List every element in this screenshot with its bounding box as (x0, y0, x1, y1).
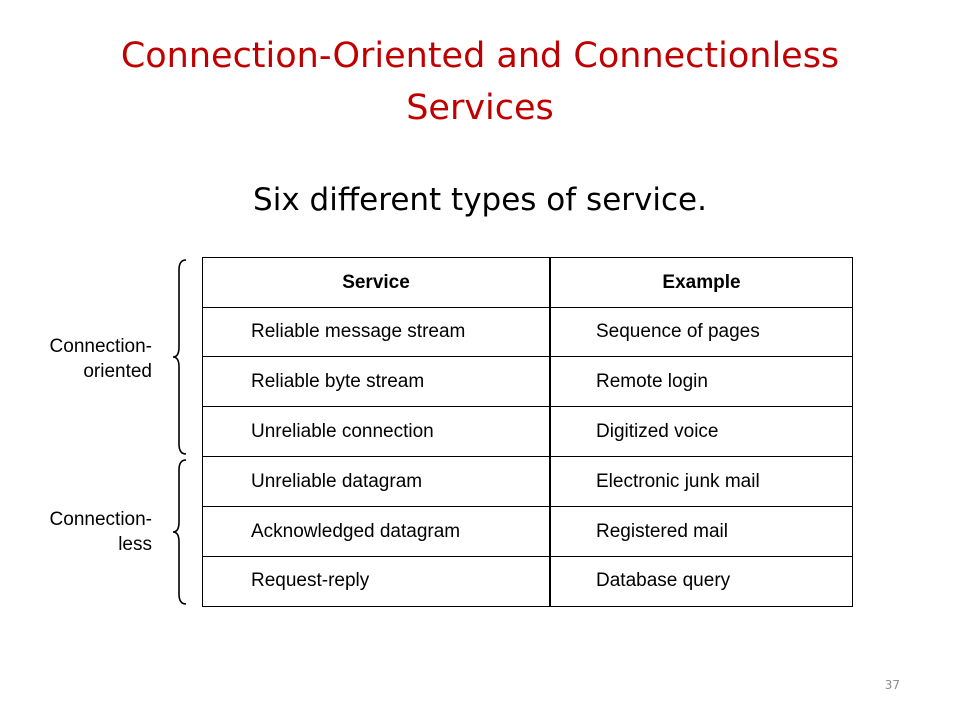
example-cell: Digitized voice (596, 420, 719, 442)
table-header-row: Service Example (203, 258, 852, 308)
table-row: Reliable message stream Sequence of page… (203, 307, 852, 357)
example-cell: Remote login (596, 370, 708, 392)
group-label-line: oriented (83, 361, 152, 382)
service-cell: Unreliable datagram (251, 470, 423, 492)
group-label-line: less (118, 534, 152, 555)
column-divider (549, 258, 551, 606)
group-label-line: Connection- (49, 509, 152, 530)
table-row: Acknowledged datagram Registered mail (203, 507, 852, 557)
table-row: Reliable byte stream Remote login (203, 357, 852, 407)
brace-connection-oriented-icon (172, 259, 187, 455)
group-label-line: Connection- (49, 336, 152, 357)
table-row: Unreliable datagram Electronic junk mail (203, 457, 852, 507)
slide-subtitle: Six different types of service. (253, 182, 707, 218)
service-cell: Reliable message stream (251, 320, 466, 342)
example-cell: Electronic junk mail (596, 470, 760, 492)
service-cell: Acknowledged datagram (251, 520, 461, 542)
example-cell: Sequence of pages (596, 320, 760, 342)
service-types-table: Service Example Reliable message stream … (202, 257, 853, 607)
example-cell: Registered mail (596, 520, 728, 542)
slide-title: Connection-Oriented and Connectionless S… (40, 30, 920, 134)
table-row: Unreliable connection Digitized voice (203, 407, 852, 457)
service-cell: Request-reply (251, 570, 370, 591)
brace-connectionless-icon (172, 459, 187, 605)
service-cell: Unreliable connection (251, 420, 434, 442)
page-number: 37 (884, 678, 900, 692)
group-label-connectionless: Connection- less (50, 507, 152, 557)
header-example: Example (662, 271, 741, 293)
group-label-connection-oriented: Connection- oriented (50, 334, 152, 384)
example-cell: Database query (596, 570, 731, 591)
slide-title-line-1: Connection-Oriented and Connectionless (120, 36, 840, 76)
service-cell: Reliable byte stream (251, 370, 425, 392)
header-service: Service (342, 271, 410, 293)
slide-title-line-2: Services (406, 88, 554, 128)
table-row: Request-reply Database query (203, 557, 852, 605)
